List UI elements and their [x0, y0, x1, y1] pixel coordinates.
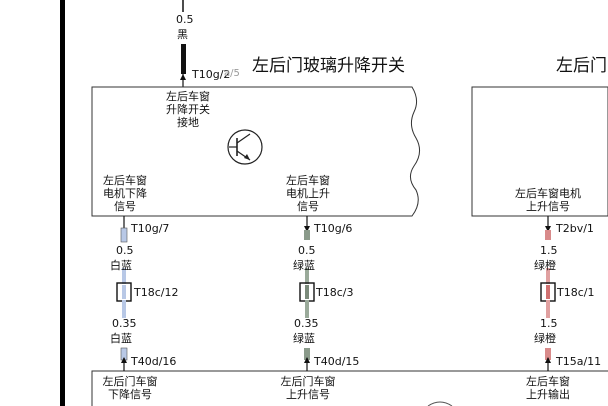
wire-3-color-top: 绿橙 — [534, 259, 556, 272]
wire-2-bottom-label: 左后门车窗 上升信号 — [280, 375, 336, 401]
wire-3-connector-bottom: T15a/11 — [556, 355, 602, 368]
wire-1-gauge-bottom: 0.35 — [112, 317, 137, 330]
wire-3-gauge-bottom: 1.5 — [540, 317, 558, 330]
wire-1-connector-bottom: T40d/16 — [131, 355, 177, 368]
transistor-symbol — [227, 129, 263, 165]
wire-2-gauge-bottom: 0.35 — [294, 317, 319, 330]
up-signal-label: 左后车窗 电机上升 信号 — [286, 174, 330, 213]
top-wire-connector-ghost: a/5 — [224, 68, 240, 79]
top-wire-gauge: 0.5 — [176, 13, 194, 26]
wire-2-mid-connector: T18c/3 — [316, 286, 354, 299]
wire-2-connector-top: T10g/6 — [314, 222, 353, 235]
wire-3-gauge-top: 1.5 — [540, 244, 558, 257]
switch-title: 左后门玻璃升降开关 — [252, 56, 405, 76]
wire-1-color-bottom: 白蓝 — [110, 332, 132, 345]
wire-3-mid-connector: T18c/1 — [557, 286, 595, 299]
wire-3-graphics — [540, 216, 556, 371]
right-up-signal-label: 左后车窗电机 上升信号 — [515, 187, 581, 213]
bottom-partial-circle — [427, 401, 453, 406]
top-wire-connector: T10g/2 — [192, 68, 231, 81]
right-title-cut: 左后门 — [556, 56, 607, 76]
top-connector-arrow — [180, 74, 186, 80]
wire-2-connector-bottom: T40d/15 — [314, 355, 360, 368]
top-black-wire — [181, 44, 186, 74]
wire-1-bottom-label: 左后门车窗 下降信号 — [102, 375, 158, 401]
top-wire-color: 黑 — [177, 28, 188, 41]
down-signal-label: 左后车窗 电机下降 信号 — [103, 174, 147, 213]
ground-label: 左后车窗 升降开关 接地 — [166, 90, 210, 129]
wire-1-mid-connector: T18c/12 — [134, 286, 179, 299]
left-border-bar — [60, 0, 65, 406]
wire-2-color-top: 绿蓝 — [293, 259, 315, 272]
wire-2-graphics — [299, 216, 315, 371]
wire-2-gauge-top: 0.5 — [298, 244, 316, 257]
switch-box-outline — [91, 86, 420, 217]
wire-1-graphics — [116, 216, 132, 371]
bottom-module-box — [91, 370, 608, 406]
wire-3-connector-top: T2bv/1 — [556, 222, 594, 235]
wire-1-connector-top: T10g/7 — [131, 222, 170, 235]
wire-3-color-bottom: 绿橙 — [534, 332, 556, 345]
wire-1-color-top: 白蓝 — [110, 259, 132, 272]
wire-2-color-bottom: 绿蓝 — [293, 332, 315, 345]
wire-1-gauge-top: 0.5 — [116, 244, 134, 257]
wire-3-bottom-label: 左后车窗 上升输出 — [526, 375, 570, 401]
